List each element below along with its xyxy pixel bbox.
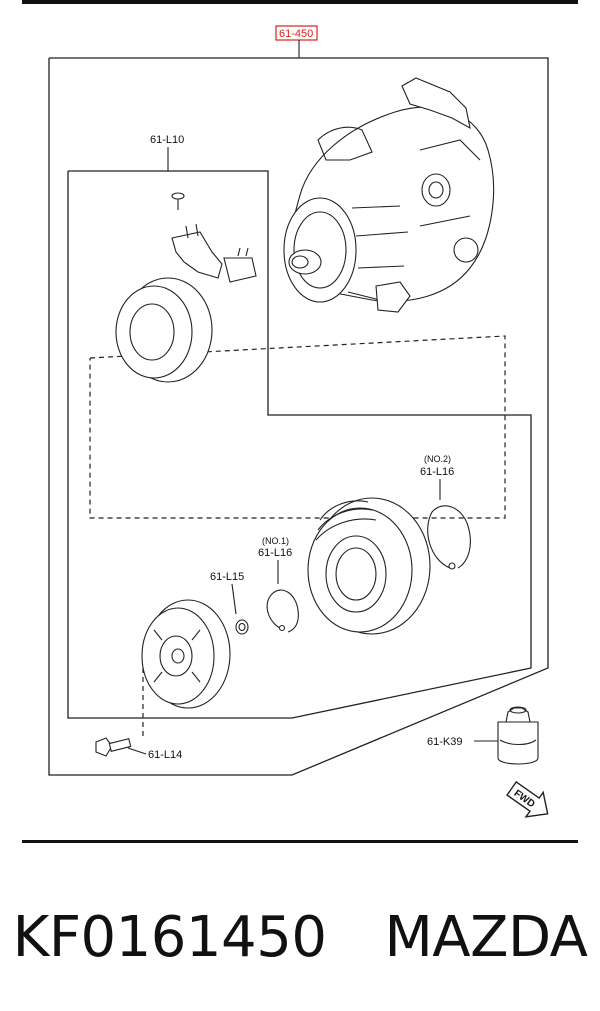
coil-bracket xyxy=(171,223,257,283)
bolt-label[interactable]: 61-L14 xyxy=(148,749,182,761)
part-number: KF0161450 xyxy=(12,904,327,970)
pressure-plate xyxy=(141,599,231,709)
bolt-leader xyxy=(127,747,147,755)
fwd-arrow-icon: FWD xyxy=(506,781,549,818)
shim-label[interactable]: 61-L15 xyxy=(210,571,244,583)
alignment-guide xyxy=(89,335,506,519)
snap-ring-2 xyxy=(427,505,471,570)
snap-ring-2-label[interactable]: 61-L16 xyxy=(420,466,454,478)
clutch-bolt xyxy=(95,737,132,757)
coil-screw xyxy=(171,192,185,210)
compressor-body xyxy=(283,77,495,313)
bottom-rule xyxy=(22,840,578,843)
cap-part xyxy=(497,706,539,765)
assembly-frame xyxy=(48,57,549,776)
snap-ring-1-tag: (NO.1) xyxy=(262,536,289,546)
snap-ring-2-tag: (NO.2) xyxy=(424,454,451,464)
main-callout-highlight xyxy=(275,25,318,41)
clutch-subframe xyxy=(67,170,532,719)
pulley xyxy=(307,497,431,635)
caption: KF0161450 MAZDA xyxy=(0,882,600,992)
cap-label[interactable]: 61-K39 xyxy=(427,736,462,748)
shim-leader xyxy=(231,583,237,615)
main-callout-label[interactable]: 61-450 xyxy=(279,28,313,40)
snap-ring-1-label[interactable]: 61-L16 xyxy=(258,547,292,559)
parts-diagram: 61-450 61-L10 xyxy=(48,25,549,818)
field-coil xyxy=(115,277,213,383)
top-rule xyxy=(22,0,578,4)
shim xyxy=(235,619,249,635)
clutch-coil-kit-label[interactable]: 61-L10 xyxy=(150,134,184,146)
snap-ring-1 xyxy=(266,589,299,633)
brand-name: MAZDA xyxy=(384,904,588,970)
